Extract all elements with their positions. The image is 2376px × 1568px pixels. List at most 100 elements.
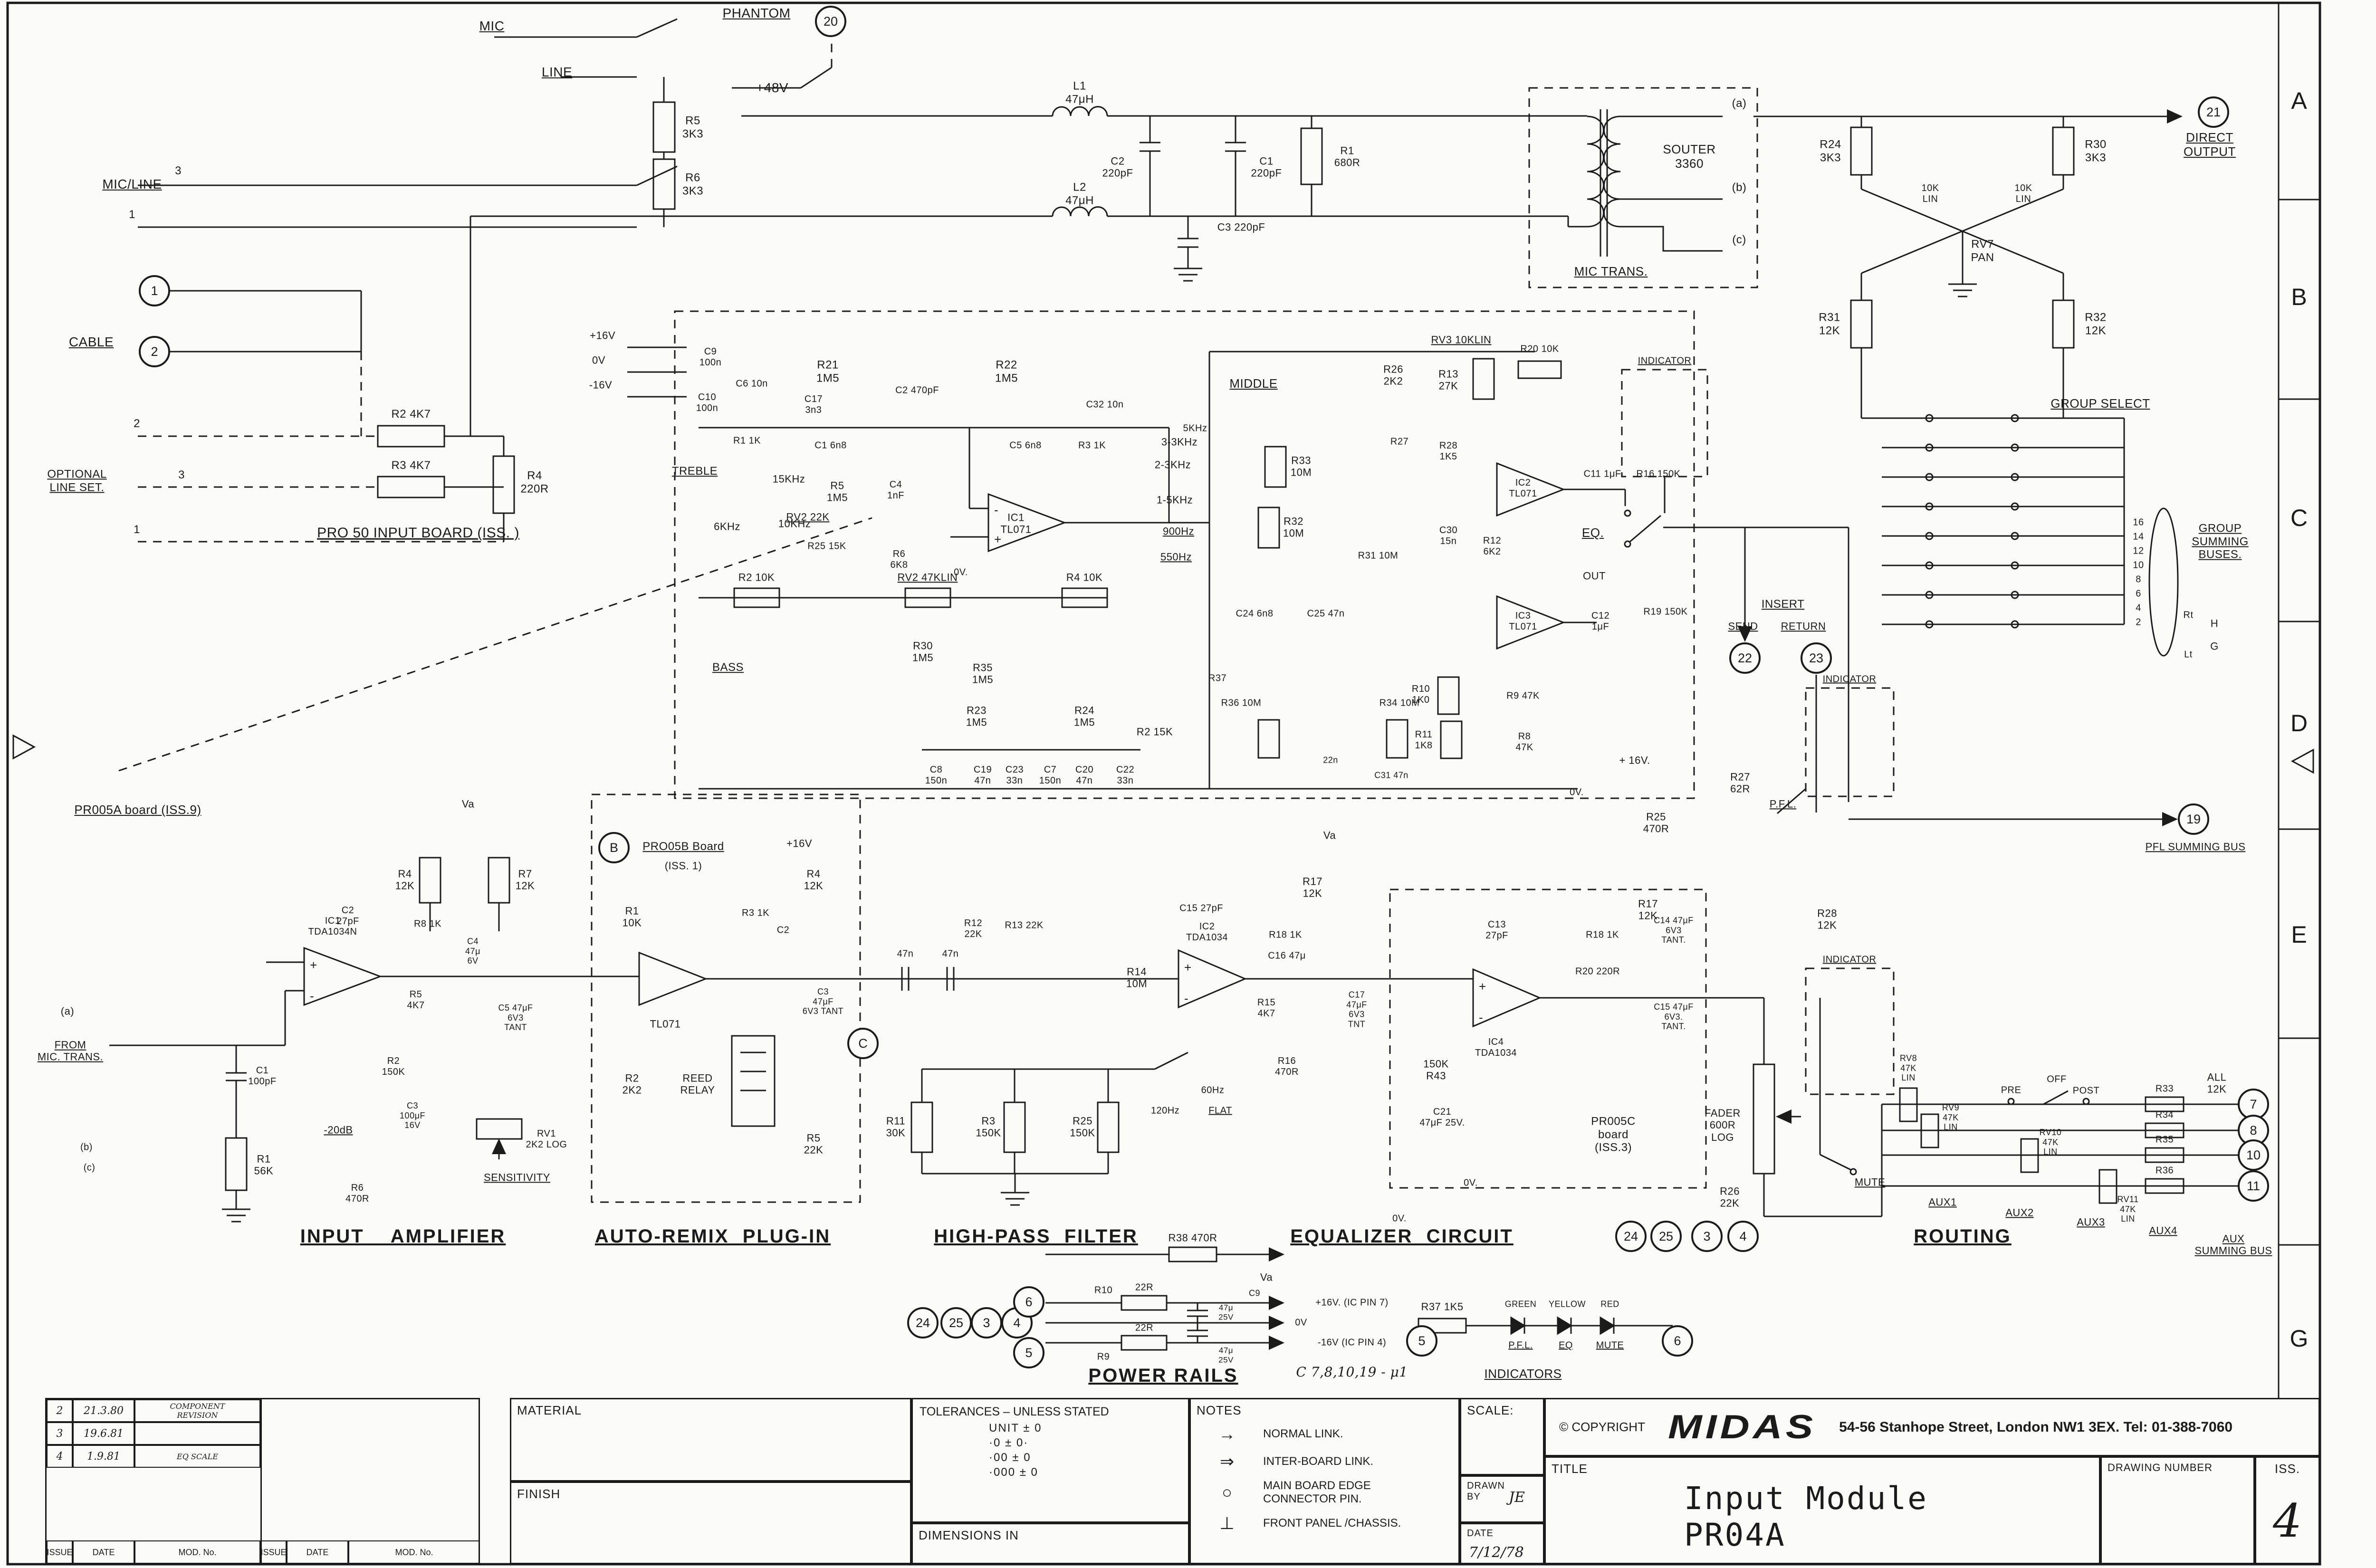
schematic-label: -16V <box>589 379 613 391</box>
schematic-label: R8 1K <box>413 918 442 929</box>
schematic-label: R5 22K <box>804 1132 824 1156</box>
schematic-label: +16V. (IC PIN 7) <box>1315 1297 1389 1308</box>
note-row: ⊥ FRONT PANEL /CHASSIS. <box>1203 1513 1450 1533</box>
schematic-label: RV10 47K LIN <box>2039 1127 2062 1157</box>
schematic-label: IC1 TL071 <box>1000 511 1032 535</box>
schematic-label: R36 <box>2155 1165 2174 1176</box>
schematic-label: +16V <box>786 837 812 850</box>
dimensions-cell: DIMENSIONS IN <box>911 1523 1189 1564</box>
schematic-label: PRO 50 INPUT BOARD (ISS. ) <box>317 525 519 541</box>
schematic-label: G <box>2210 640 2219 652</box>
revision-mod: EQ SCALE <box>134 1445 260 1468</box>
schematic-label: AUX3 <box>2077 1216 2105 1228</box>
schematic-label: OFF <box>2047 1074 2067 1085</box>
schematic-label: R4 12K <box>804 868 824 892</box>
schematic-label: R1 10K <box>622 905 642 929</box>
schematic-label: R11 1K8 <box>1415 729 1433 751</box>
schematic-label: C22 33n <box>1116 765 1135 786</box>
schematic-label: C2 <box>776 925 790 936</box>
schematic-label: R9 47K <box>1506 690 1540 701</box>
schematic-label: 2 <box>134 417 140 430</box>
schematic-label: 3 <box>175 164 182 178</box>
schematic-label: Lt <box>2184 649 2193 660</box>
tolerance-line: ·0 ± 0· <box>989 1436 1029 1449</box>
date-cell: DATE 7/12/78 <box>1460 1523 1544 1564</box>
tolerances-cell: TOLERANCES – UNLESS STATED UNIT ± 0 ·0 ±… <box>911 1398 1189 1523</box>
schematic-label: R32 12K <box>2085 311 2107 337</box>
schematic-label: -20dB <box>324 1124 353 1136</box>
schematic-label: C19 47n <box>973 765 992 786</box>
schematic-label: 0V. <box>1570 787 1584 798</box>
schematic-label: R1 1K <box>733 435 761 446</box>
schematic-label: R3 1K <box>741 908 770 918</box>
schematic-label: C5 47μF 6V3 TANT <box>498 1003 533 1033</box>
schematic-label: C7 150n <box>1039 765 1062 786</box>
schematic-label: C16 47μ <box>1268 950 1306 961</box>
connector-1: 1 <box>139 275 170 306</box>
schematic-label: IC2 TDA1034 <box>1186 921 1228 943</box>
tolerance-line: ·000 ± 0 <box>989 1466 1038 1479</box>
schematic-label: C3 47μF 6V3 TANT <box>802 986 844 1016</box>
schematic-label: INDICATOR <box>1638 355 1692 366</box>
schematic-label: PRE <box>2001 1085 2022 1096</box>
schematic-label: (a) <box>1732 97 1747 110</box>
schematic-label: RV7 PAN <box>1971 238 1994 264</box>
schematic-label: 10KHz <box>778 517 811 530</box>
schematic-label: R15 4K7 <box>1257 997 1276 1019</box>
revision-header-mod: MOD. No. <box>348 1540 480 1564</box>
schematic-label: 10K LIN <box>2014 183 2032 204</box>
scale-cell: SCALE: <box>1460 1398 1544 1475</box>
schematic-label: SOUTER 3360 <box>1663 142 1716 171</box>
schematic-label: C 7,8,10,19 - μ1 <box>1296 1364 1408 1380</box>
revision-header-date: DATE <box>73 1540 134 1564</box>
schematic-label: C1 6n8 <box>814 440 847 451</box>
schematic-label: MIC/LINE <box>102 176 162 191</box>
note-text: MAIN BOARD EDGE CONNECTOR PIN. <box>1263 1479 1371 1505</box>
schematic-label: R16 150K <box>1636 468 1681 479</box>
schematic-label: 150K R43 <box>1423 1058 1449 1082</box>
schematic-label: R25 470R <box>1643 811 1669 835</box>
schematic-label: 550Hz <box>1160 551 1192 563</box>
schematic-label: (c) <box>1732 233 1746 247</box>
schematic-label: C9 <box>1248 1288 1261 1298</box>
schematic-label: H <box>2210 617 2219 630</box>
schematic-label: C31 47n <box>1374 770 1408 780</box>
schematic-label: C2 220pF <box>1102 155 1133 179</box>
revision-mod: COMPONENT REVISION <box>134 1399 260 1422</box>
schematic-label: R9 <box>1097 1351 1110 1362</box>
svg-text:-: - <box>1184 991 1188 1005</box>
issue-number: 4 <box>2272 1494 2302 1548</box>
schematic-label: 47n <box>897 948 914 959</box>
schematic-label: IC3 TL071 <box>1509 611 1537 632</box>
schematic-label: MIC <box>479 18 505 33</box>
schematic-label: RV9 47K LIN <box>1942 1102 1960 1132</box>
schematic-label: ALL 12K <box>2207 1071 2227 1095</box>
schematic-label: PR005C board (ISS.3) <box>1591 1115 1636 1154</box>
schematic-label: R4 12K <box>395 868 415 892</box>
schematic-label: 12 <box>2133 545 2144 556</box>
midas-logo: MIDAS <box>1667 1408 1817 1446</box>
schematic-label: C2 27pF <box>336 905 359 927</box>
schematic-label: 8 <box>2136 574 2141 585</box>
schematic-label: RV1 2K2 LOG <box>526 1128 567 1150</box>
schematic-label: INDICATORS <box>1484 1367 1562 1381</box>
schematic-label: 60Hz <box>1201 1085 1225 1096</box>
schematic-label: C17 47μF 6V3 TNT <box>1346 990 1367 1029</box>
schematic-label: C23 33n <box>1005 765 1024 786</box>
schematic-label: BASS <box>712 661 744 674</box>
tolerance-line: ·00 ± 0 <box>989 1451 1031 1464</box>
schematic-label: R27 62R <box>1730 771 1750 795</box>
revision-header-date: DATE <box>287 1540 348 1564</box>
iss-cell: ISS. 4 <box>2255 1456 2320 1564</box>
schematic-label: R36 10M <box>1221 698 1262 708</box>
schematic-label: R31 12K <box>1819 311 1840 337</box>
svg-text:+: + <box>310 958 317 972</box>
normal-link-icon: → <box>1218 1424 1236 1444</box>
schematic-label: YELLOW <box>1548 1299 1586 1309</box>
schematic-label: R16 470R <box>1275 1056 1299 1077</box>
svg-text:-: - <box>310 989 314 1003</box>
drawn-by-cell: DRAWN BY JE <box>1460 1475 1544 1523</box>
connector-3: 3 <box>971 1307 1002 1339</box>
schematic-label: 900Hz <box>1162 525 1195 537</box>
